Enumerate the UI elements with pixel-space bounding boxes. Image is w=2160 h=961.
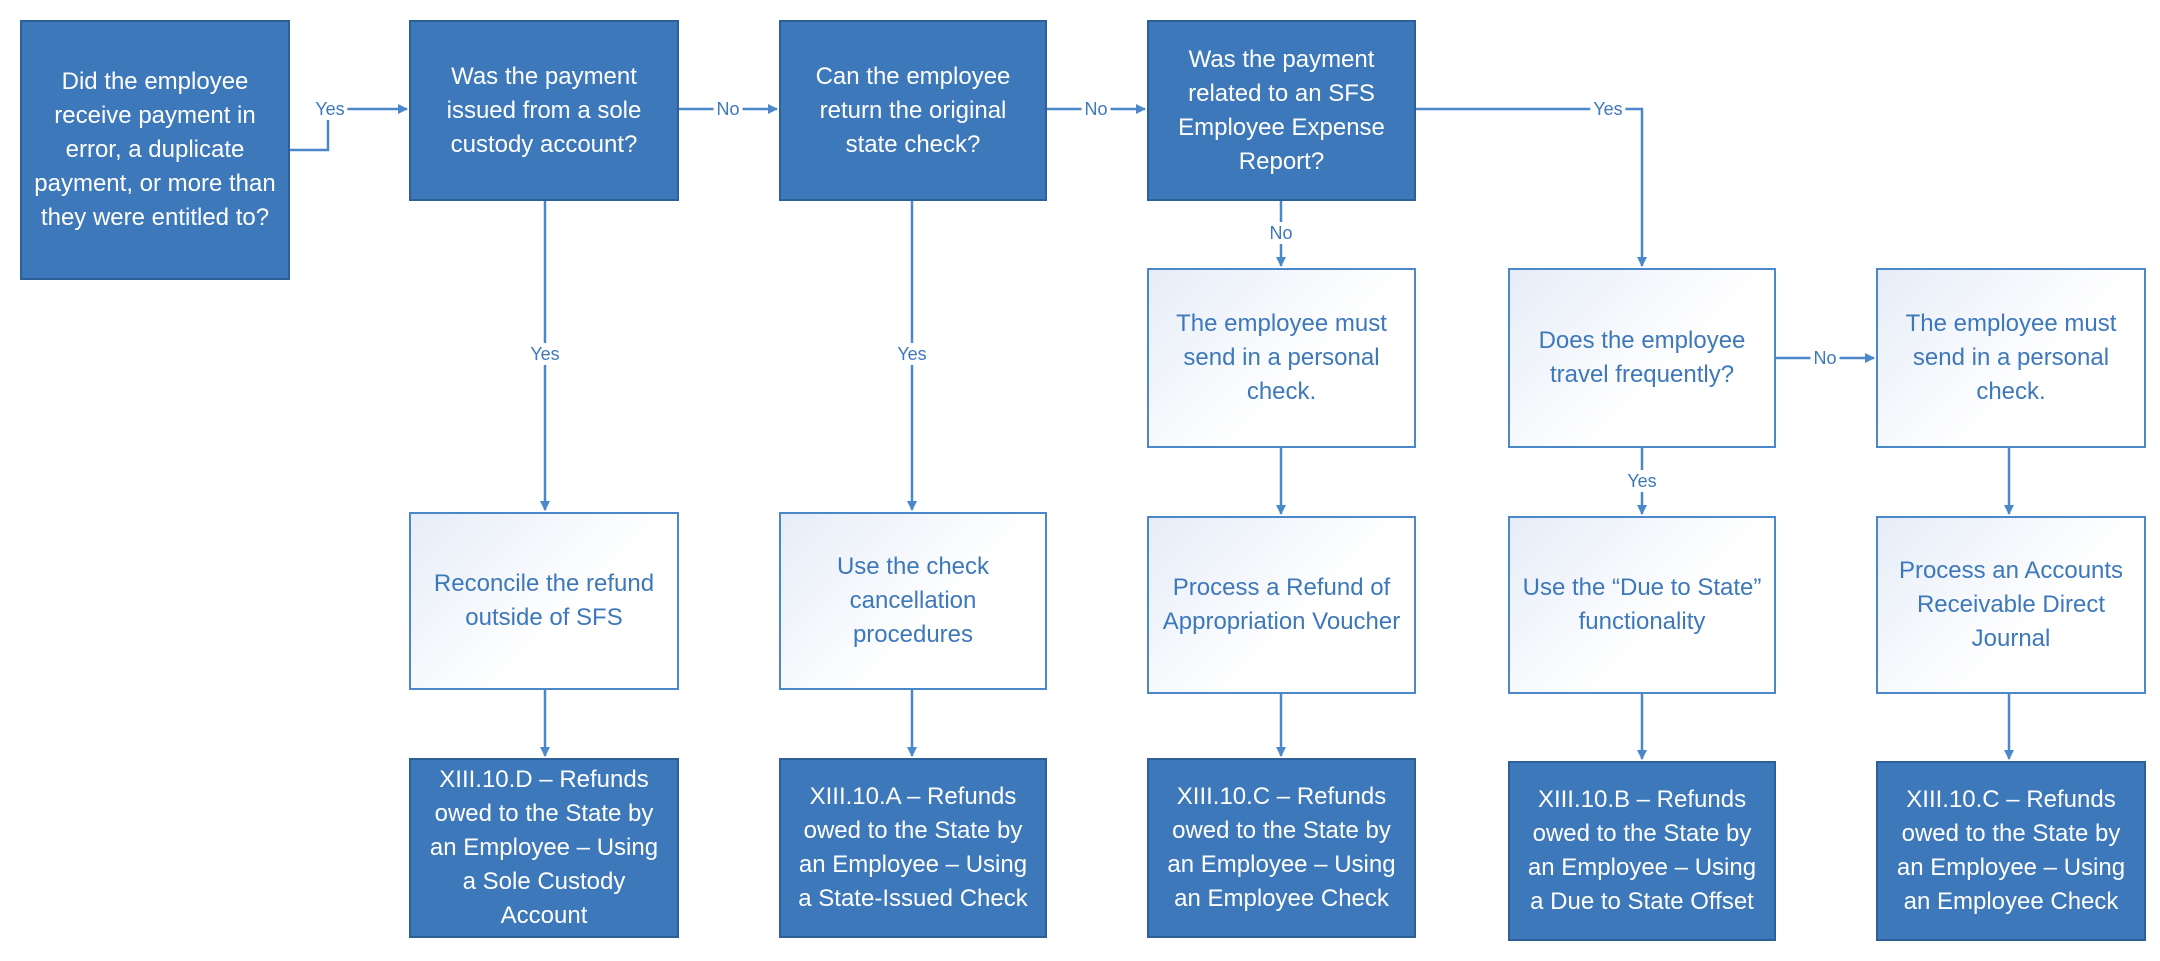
node-text: Process a Refund of Appropriation Vouche… [1162, 574, 1401, 635]
action-reconcile-refund: Reconcile the refund outside of SFS [409, 512, 679, 690]
action-due-to-state: Use the “Due to State” functionality [1508, 516, 1776, 694]
node-text: The employee must send in a personal che… [1905, 310, 2117, 405]
reference-xiii-10-c: XIII.10.C – Refunds owed to the State by… [1876, 761, 2146, 941]
action-personal-check: The employee must send in a personal che… [1876, 268, 2146, 448]
action-ar-direct-journal: Process an Accounts Receivable Direct Jo… [1876, 516, 2146, 694]
edge-label-yes: Yes [1624, 470, 1660, 492]
action-refund-voucher: Process a Refund of Appropriation Vouche… [1147, 516, 1416, 694]
edge-expense-report-to-travel [1416, 107, 1647, 267]
reference-xiii-10-a: XIII.10.A – Refunds owed to the State by… [779, 758, 1047, 938]
node-text: XIII.10.D – Refunds owed to the State by… [429, 766, 659, 929]
decision-travel-frequently: Does the employee travel frequently? [1508, 268, 1776, 448]
decision-return-state-check: Can the employee return the original sta… [779, 20, 1047, 201]
node-text: Can the employee return the original sta… [815, 62, 1011, 158]
node-text: XIII.10.C – Refunds owed to the State by… [1896, 786, 2126, 915]
action-check-cancellation: Use the check cancellation procedures [779, 512, 1047, 690]
edge-label-no: No [1810, 347, 1840, 369]
edge-label-yes: Yes [527, 343, 563, 365]
edge-label-no: No [713, 98, 743, 120]
node-text: XIII.10.C – Refunds owed to the State by… [1167, 783, 1396, 912]
edge-label-yes: Yes [894, 343, 930, 365]
edge-label-yes: Yes [312, 98, 348, 120]
node-text: Does the employee travel frequently? [1538, 327, 1746, 388]
reference-xiii-10-c: XIII.10.C – Refunds owed to the State by… [1147, 758, 1416, 938]
edge-error-to-sole-custody [290, 104, 408, 152]
node-text: The employee must send in a personal che… [1176, 310, 1387, 405]
decision-sole-custody-account: Was the payment issued from a sole custo… [409, 20, 679, 201]
node-text: Use the check cancellation procedures [836, 553, 990, 648]
edge-label-no: No [1081, 98, 1111, 120]
node-text: Process an Accounts Receivable Direct Jo… [1898, 557, 2124, 652]
node-text: XIII.10.A – Refunds owed to the State by… [798, 783, 1028, 912]
reference-xiii-10-b: XIII.10.B – Refunds owed to the State by… [1508, 761, 1776, 941]
edge-label-yes: Yes [1590, 98, 1626, 120]
node-text: Was the payment issued from a sole custo… [446, 62, 642, 158]
node-text: Was the payment related to an SFS Employ… [1178, 45, 1385, 175]
decision-payment-in-error: Did the employee receive payment in erro… [20, 20, 290, 280]
node-text: Use the “Due to State” functionality [1522, 574, 1762, 635]
node-text: Reconcile the refund outside of SFS [433, 570, 655, 631]
reference-xiii-10-d: XIII.10.D – Refunds owed to the State by… [409, 758, 679, 938]
edge-label-no: No [1266, 222, 1296, 244]
decision-expense-report: Was the payment related to an SFS Employ… [1147, 20, 1416, 201]
action-personal-check: The employee must send in a personal che… [1147, 268, 1416, 448]
node-text: Did the employee receive payment in erro… [34, 68, 276, 231]
node-text: XIII.10.B – Refunds owed to the State by… [1527, 786, 1757, 915]
